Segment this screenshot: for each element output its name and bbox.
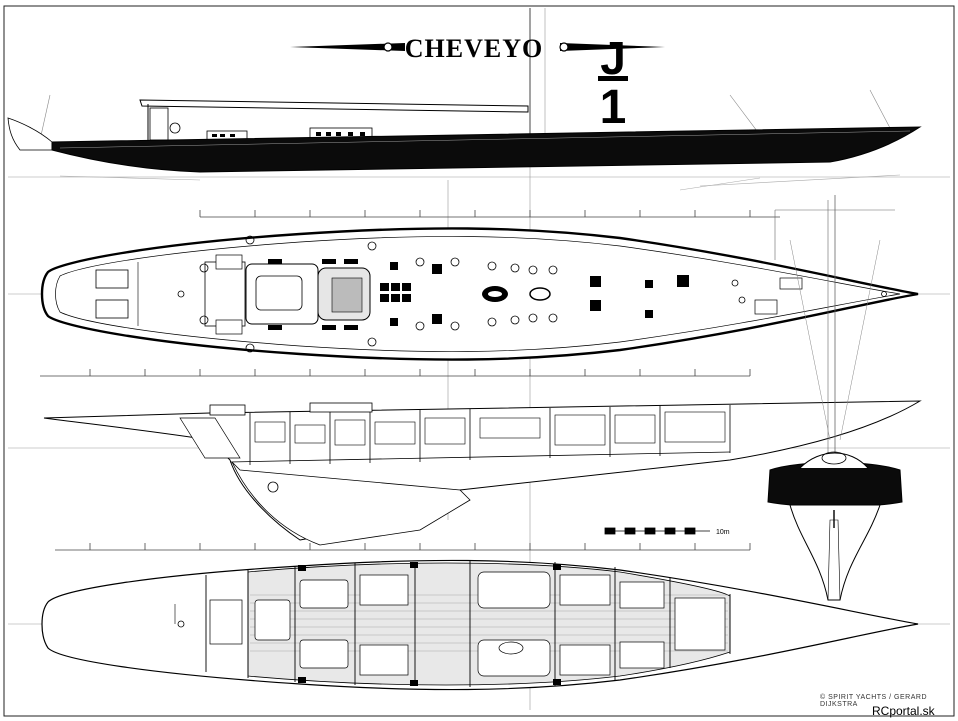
- title-ornament: [290, 42, 665, 81]
- interior-profile: [40, 369, 922, 546]
- scale-label: 10m: [716, 529, 730, 536]
- class-letter: J: [600, 32, 626, 84]
- deck-plan: [40, 210, 919, 361]
- body-section: [767, 195, 903, 601]
- scale-bar: [604, 527, 710, 535]
- side-profile: [7, 8, 922, 191]
- copyright-note: © SPIRIT YACHTS / GERARD DIJKSTRA: [820, 694, 928, 708]
- class-number: 1: [599, 81, 627, 134]
- sheet-border: [3, 5, 955, 717]
- accommodation-plan: [41, 543, 919, 691]
- source-watermark: RCportal.sk: [872, 704, 935, 718]
